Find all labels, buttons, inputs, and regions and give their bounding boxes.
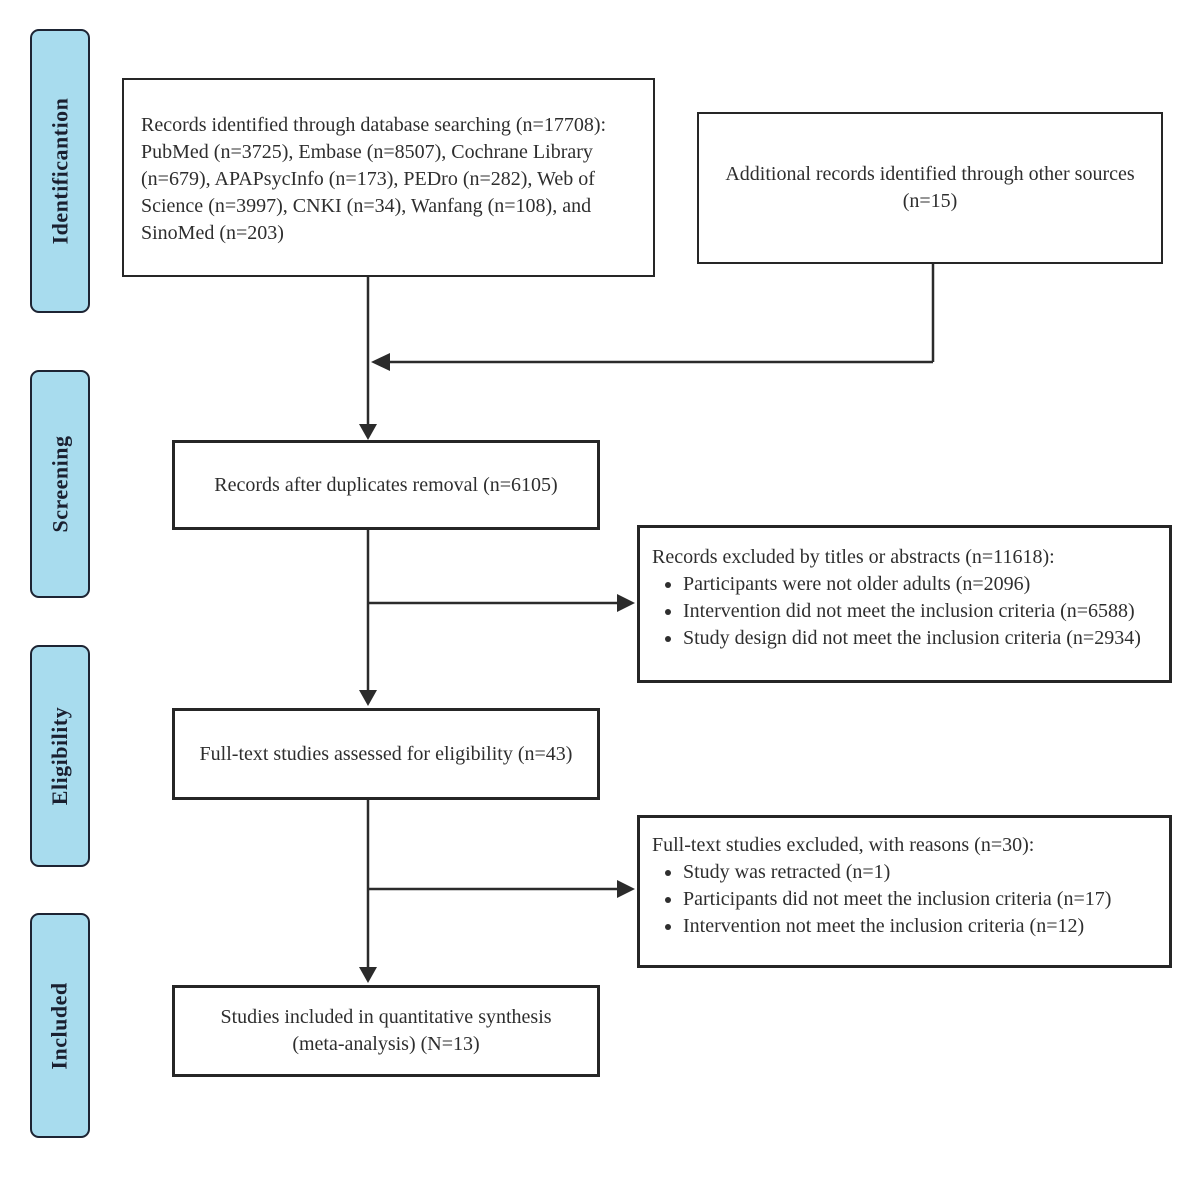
stage-identification: Identificantion <box>30 29 90 313</box>
stage-eligibility: Eligibility <box>30 645 90 867</box>
included-synthesis-box: Studies included in quantitative synthes… <box>172 985 600 1077</box>
records-excluded-list: Participants were not older adults (n=20… <box>652 571 1167 652</box>
stage-screening-label: Screening <box>47 435 73 533</box>
exclusion-reason: Participants did not meet the inclusion … <box>683 886 1167 913</box>
arrow-identified-to-duplicates <box>359 277 377 440</box>
fulltext-assessed-box: Full-text studies assessed for eligibili… <box>172 708 600 800</box>
stage-identification-label: Identificantion <box>47 97 73 245</box>
exclusion-reason: Intervention not meet the inclusion crit… <box>683 913 1167 940</box>
exclusion-reason: Study design did not meet the inclusion … <box>683 625 1167 652</box>
arrow-branch-fulltext-excluded <box>368 880 635 898</box>
stage-eligibility-label: Eligibility <box>47 706 73 806</box>
fulltext-excluded-list: Study was retracted (n=1) Participants d… <box>652 859 1167 940</box>
records-excluded-title: Records excluded by titles or abstracts … <box>652 546 1055 568</box>
arrow-additional-to-spine <box>371 264 935 371</box>
after-duplicates-box: Records after duplicates removal (n=6105… <box>172 440 600 530</box>
fulltext-excluded-title: Full-text studies excluded, with reasons… <box>652 834 1035 856</box>
additional-records-text: Additional records identified through ot… <box>725 163 1135 212</box>
records-excluded-box: Records excluded by titles or abstracts … <box>637 525 1172 683</box>
exclusion-reason: Participants were not older adults (n=20… <box>683 571 1167 598</box>
arrow-fulltext-to-included <box>359 800 377 983</box>
stage-screening: Screening <box>30 370 90 598</box>
records-identified-box: Records identified through database sear… <box>122 78 655 277</box>
stage-included-label: Included <box>47 981 72 1070</box>
exclusion-reason: Intervention did not meet the inclusion … <box>683 598 1167 625</box>
stage-included: Included <box>30 913 90 1138</box>
after-duplicates-text: Records after duplicates removal (n=6105… <box>214 473 558 496</box>
fulltext-excluded-box: Full-text studies excluded, with reasons… <box>637 815 1172 968</box>
arrow-duplicates-to-fulltext <box>359 530 377 706</box>
exclusion-reason: Study was retracted (n=1) <box>683 859 1167 886</box>
included-synthesis-text: Studies included in quantitative synthes… <box>220 1006 552 1055</box>
fulltext-assessed-text: Full-text studies assessed for eligibili… <box>199 742 573 765</box>
records-identified-text: Records identified through database sear… <box>141 114 607 244</box>
additional-records-box: Additional records identified through ot… <box>697 112 1163 264</box>
arrow-branch-records-excluded <box>368 594 635 612</box>
